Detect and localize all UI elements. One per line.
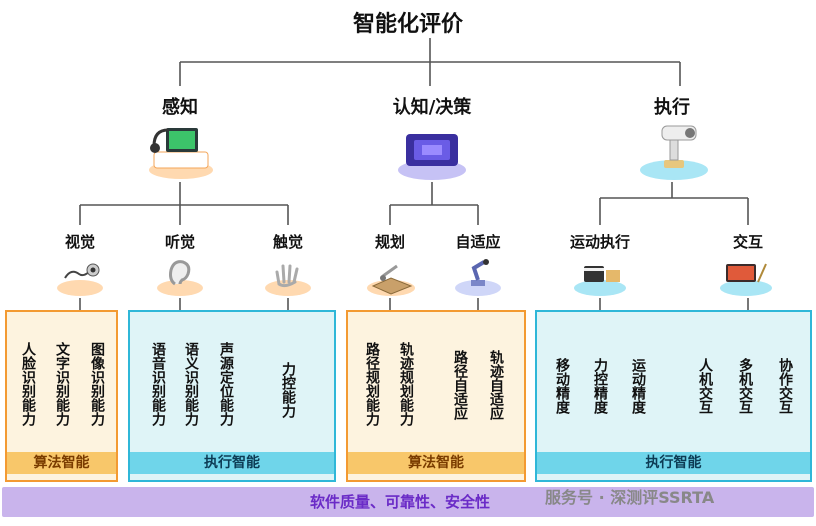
leaf-image-recognition: 图像识别能力 bbox=[89, 342, 105, 426]
footer-exec-1: 执行智能 bbox=[130, 452, 334, 474]
robot-arm-icon bbox=[640, 125, 708, 180]
leaf-force-control: 力控能力 bbox=[280, 362, 296, 418]
footer-algo-2: 算法智能 bbox=[348, 452, 524, 474]
bottom-band-label: 软件质量、可靠性、安全性 bbox=[309, 493, 490, 511]
leaf-trajectory-planning: 轨迹规划能力 bbox=[398, 342, 414, 426]
footer-algo-1: 算法智能 bbox=[7, 452, 116, 474]
leaf-motion-precision: 运动精度 bbox=[630, 358, 646, 414]
node-adaptive: 自适应 bbox=[455, 233, 501, 251]
node-motion: 运动执行 bbox=[569, 233, 630, 251]
leaf-multi-machine: 多机交互 bbox=[737, 358, 753, 414]
leaf-text-recognition: 文字识别能力 bbox=[54, 342, 70, 426]
machine-icon bbox=[574, 266, 626, 296]
node-vision: 视觉 bbox=[64, 233, 95, 251]
node-hearing: 听觉 bbox=[164, 233, 195, 251]
leaf-collaborative: 协作交互 bbox=[777, 358, 793, 414]
bottom-band bbox=[2, 487, 814, 517]
diagram-title: 智能化评价 bbox=[352, 12, 463, 37]
computer-icon bbox=[720, 263, 772, 296]
node-touch: 触觉 bbox=[272, 233, 303, 251]
laptop-headset-icon bbox=[149, 128, 213, 179]
leaf-sound-localization: 声源定位能力 bbox=[218, 342, 234, 426]
node-planning: 规划 bbox=[374, 233, 405, 251]
footer-exec-2: 执行智能 bbox=[537, 452, 810, 474]
node-execution: 执行 bbox=[654, 97, 690, 118]
chess-robot-icon bbox=[367, 264, 415, 296]
chip-icon bbox=[398, 126, 466, 180]
camera-icon bbox=[57, 263, 103, 296]
node-perception: 感知 bbox=[162, 97, 198, 118]
hand-icon bbox=[265, 264, 311, 296]
node-interaction: 交互 bbox=[732, 233, 763, 251]
robot-arm-small-icon bbox=[455, 259, 501, 296]
ear-icon bbox=[157, 260, 203, 296]
node-cognition: 认知/决策 bbox=[392, 97, 472, 118]
leaf-semantic-recognition: 语义识别能力 bbox=[183, 342, 199, 426]
leaf-path-adaptive: 路径自适应 bbox=[452, 350, 468, 420]
leaf-force-precision: 力控精度 bbox=[592, 358, 608, 414]
leaf-speech-recognition: 语音识别能力 bbox=[150, 342, 166, 426]
leaf-trajectory-adaptive: 轨迹自适应 bbox=[488, 350, 504, 420]
watermark: 服务号 · 深测评SSRTA bbox=[545, 488, 715, 507]
leaf-face-recognition: 人脸识别能力 bbox=[20, 342, 36, 426]
leaf-human-machine: 人机交互 bbox=[697, 358, 713, 414]
leaf-movement-precision: 移动精度 bbox=[554, 358, 570, 414]
leaf-path-planning: 路径规划能力 bbox=[364, 342, 380, 426]
